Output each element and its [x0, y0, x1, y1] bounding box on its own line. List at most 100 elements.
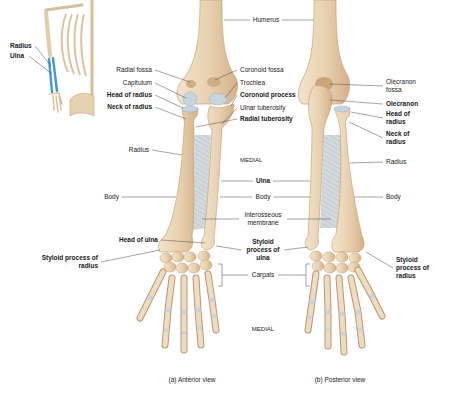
bone-art [172, 252, 184, 262]
bone-art [218, 264, 248, 286]
part-label: Ulna [10, 52, 24, 60]
bone-art [196, 278, 201, 345]
part-label: Humerus [253, 16, 279, 24]
bone-art [208, 274, 216, 330]
bone-art [196, 278, 201, 345]
orientation-label: MEDIAL [240, 156, 262, 164]
bone-art [358, 328, 362, 332]
bone-art [140, 272, 216, 350]
bone-art [122, 197, 176, 198]
hand-bones [308, 270, 382, 352]
bone-art [308, 270, 382, 352]
anterior-arm [140, 0, 238, 350]
part-label: Radius [129, 146, 149, 154]
part-label: Body [386, 193, 401, 201]
bone-art [339, 278, 344, 352]
part-label: Radial tuberosity [240, 115, 293, 123]
bone-art [356, 310, 361, 315]
bone-art [202, 219, 239, 220]
bone-art [221, 181, 253, 182]
bone-art [308, 294, 375, 337]
bone-art [351, 112, 383, 118]
bone-art [308, 315, 312, 319]
bone-art [351, 278, 362, 345]
bone-art [336, 252, 348, 262]
trochlea [209, 93, 227, 105]
part-label: Ulna [256, 177, 270, 185]
radius-head-cartilage [334, 106, 350, 112]
humerus-bone [177, 0, 238, 104]
inset-ulna [53, 58, 57, 91]
bone-art [336, 263, 348, 273]
part-label: Ulnar tuberosity [240, 104, 286, 112]
clavicle [46, 5, 82, 10]
bone-art [330, 100, 383, 104]
radius-head-cartilage [182, 106, 198, 112]
spine [91, 0, 94, 100]
part-label: Neck of radius [107, 103, 152, 111]
bone-art [165, 278, 172, 345]
bone-art [164, 328, 168, 332]
bone-art [340, 312, 345, 317]
bone-art [196, 308, 201, 313]
part-label: Radial fossa [116, 66, 152, 74]
ribs [62, 14, 86, 76]
bone-art [176, 263, 188, 273]
bone-art [29, 56, 52, 74]
bone-art [182, 310, 187, 315]
bone-art [140, 272, 163, 318]
view-caption: (a) Anterior view [169, 376, 216, 384]
bone-art [165, 278, 172, 345]
bone-art [308, 274, 316, 330]
bone-art [370, 294, 375, 299]
bone-art [208, 274, 216, 330]
bone-art [225, 83, 237, 98]
bone-art [330, 84, 383, 86]
part-label: Interosseous membrane [233, 211, 293, 227]
bone-art [148, 296, 153, 301]
bone-art [161, 240, 205, 243]
bone-art [182, 278, 187, 350]
part-label: Carpals [252, 271, 274, 279]
part-label: Capitulum [123, 79, 152, 87]
bone-art [339, 278, 344, 352]
bone-art [184, 252, 196, 262]
bone-art [140, 272, 163, 318]
bone-art [198, 251, 210, 261]
bone-art [350, 162, 383, 163]
part-label: Head of radius [386, 110, 422, 126]
bone-art [200, 260, 212, 270]
bone-art [354, 197, 383, 198]
bone-art [166, 308, 171, 313]
bone-art [152, 150, 182, 155]
inset-skeleton [46, 0, 94, 116]
bone-art [212, 314, 216, 318]
bone-art [349, 253, 361, 263]
bone-art [140, 272, 216, 350]
radius-bone [332, 108, 364, 252]
bone-art [366, 252, 393, 268]
bone-art [310, 251, 322, 261]
bone-art [308, 270, 382, 352]
bone-art [210, 298, 215, 303]
leader-lines [29, 20, 393, 286]
bone-art [101, 250, 160, 262]
part-label: Body [256, 193, 271, 201]
posterior-arm [298, 0, 382, 352]
carpal-bones [310, 251, 361, 273]
bone-art [198, 326, 202, 330]
bone-art [284, 247, 308, 250]
part-label: Body [104, 193, 119, 201]
part-label: Head of ulna [119, 236, 158, 244]
bone-art [155, 107, 186, 119]
bone-art [35, 46, 51, 66]
ulna-bone [305, 86, 332, 251]
view-caption: (b) Posterior view [315, 376, 366, 384]
radius-bone [158, 108, 198, 252]
bone-art [231, 95, 237, 106]
bone-art [278, 264, 310, 286]
capitulum [183, 92, 197, 106]
bone-art [349, 122, 383, 138]
bone-art [196, 119, 237, 127]
